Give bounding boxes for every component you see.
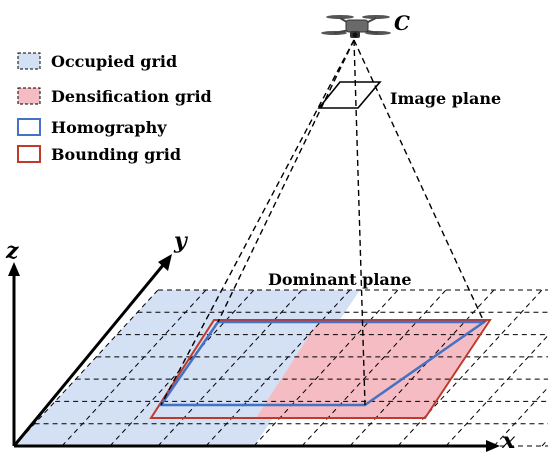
axis-x-label: x bbox=[501, 428, 516, 454]
legend-label-homography: Homography bbox=[51, 118, 167, 137]
drone-icon bbox=[321, 15, 391, 38]
grid-column-line bbox=[541, 439, 549, 447]
legend: Occupied grid Densification grid Homogra… bbox=[17, 52, 212, 164]
legend-swatch-bounding bbox=[17, 145, 41, 163]
legend-swatch-occupied bbox=[17, 52, 41, 70]
dominant-plane-label: Dominant plane bbox=[268, 270, 412, 289]
legend-label-occupied: Occupied grid bbox=[51, 52, 177, 71]
axis-z-label: z bbox=[5, 238, 19, 264]
legend-label-bounding: Bounding grid bbox=[51, 145, 181, 164]
y-axis bbox=[12, 263, 166, 447]
x-axis-arrowhead bbox=[486, 440, 500, 452]
image-plane-label: Image plane bbox=[390, 89, 501, 108]
image-plane bbox=[317, 81, 382, 109]
grid-column-line bbox=[445, 335, 549, 447]
z-axis-arrowhead bbox=[8, 262, 20, 276]
legend-swatch-homography bbox=[17, 118, 41, 136]
camera-label: C bbox=[394, 11, 410, 35]
legend-label-densification: Densification grid bbox=[51, 87, 212, 106]
grid-column-line bbox=[493, 387, 549, 447]
axis-y-label: y bbox=[173, 228, 189, 254]
axes bbox=[12, 263, 488, 448]
bounding-grid-outline bbox=[149, 319, 492, 419]
y-axis-arrowhead bbox=[158, 254, 172, 271]
legend-swatch-densification bbox=[17, 87, 41, 105]
